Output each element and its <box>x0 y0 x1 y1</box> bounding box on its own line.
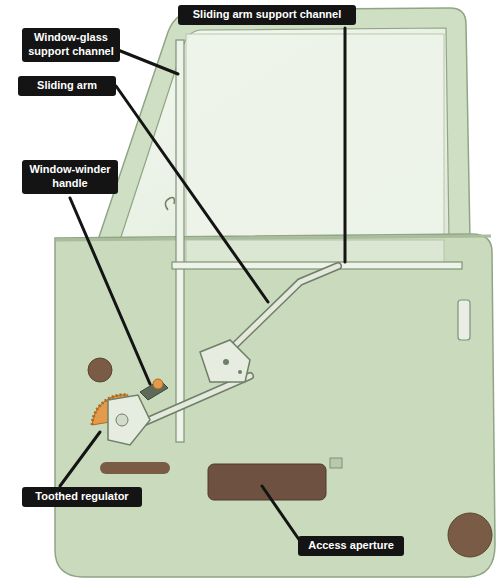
part-label: Toothed regulator <box>27 490 137 504</box>
callout-box: Sliding arm support channel <box>178 5 356 25</box>
part-label: Sliding arm <box>23 79 111 93</box>
callout-box: Window-winder handle <box>22 160 118 194</box>
callout-box: Window-glass support channel <box>22 28 120 62</box>
part-label: Sliding arm support channel <box>183 8 351 22</box>
part-label: Window-glass support channel <box>27 31 115 59</box>
callout-box: Sliding arm <box>18 76 116 96</box>
callout-box: Toothed regulator <box>22 487 142 507</box>
callout-box: Access aperture <box>298 536 404 556</box>
part-label: Access aperture <box>303 539 399 553</box>
part-label: Window-winder handle <box>27 163 113 191</box>
